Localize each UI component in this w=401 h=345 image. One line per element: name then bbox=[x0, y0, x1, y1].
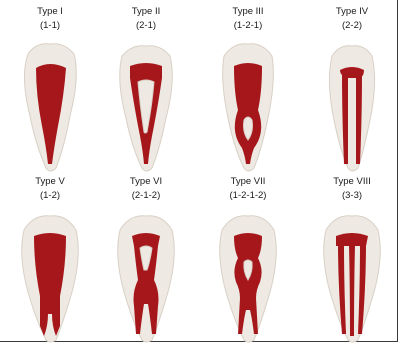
type-vi-panel: Type VI (2-1-2) bbox=[102, 176, 190, 344]
type-i-config: (1-1) bbox=[6, 20, 94, 31]
type-vii-config: (1-2-1-2) bbox=[204, 190, 292, 201]
type-v-panel: Type V (1-2) bbox=[6, 176, 94, 344]
type-viii-title: Type VIII bbox=[308, 176, 396, 187]
type-iv-title: Type IV bbox=[308, 6, 396, 17]
type-vii-panel: Type VII (1-2-1-2) bbox=[204, 176, 292, 344]
type-v-title: Type V bbox=[6, 176, 94, 187]
type-ii-panel: Type II (2-1) bbox=[102, 6, 190, 174]
type-v-tooth-illustration bbox=[6, 206, 94, 344]
type-v-config: (1-2) bbox=[6, 190, 94, 201]
type-ii-config: (2-1) bbox=[102, 20, 190, 31]
type-i-tooth-illustration bbox=[6, 36, 94, 174]
type-iii-tooth-illustration bbox=[204, 36, 292, 174]
type-vi-config: (2-1-2) bbox=[102, 190, 190, 201]
type-iii-config: (1-2-1) bbox=[204, 20, 292, 31]
type-iv-panel: Type IV (2-2) bbox=[308, 6, 396, 174]
type-viii-tooth-illustration bbox=[308, 206, 396, 344]
type-ii-title: Type II bbox=[102, 6, 190, 17]
type-i-title: Type I bbox=[6, 6, 94, 17]
type-ii-tooth-illustration bbox=[102, 36, 190, 174]
type-iii-title: Type III bbox=[204, 6, 292, 17]
type-i-panel: Type I (1-1) bbox=[6, 6, 94, 174]
type-vii-tooth-illustration bbox=[204, 206, 292, 344]
type-vi-tooth-illustration bbox=[102, 206, 190, 344]
type-vi-title: Type VI bbox=[102, 176, 190, 187]
type-viii-config: (3-3) bbox=[308, 190, 396, 201]
type-iv-tooth-illustration bbox=[308, 36, 396, 174]
type-iii-panel: Type III (1-2-1) bbox=[204, 6, 292, 174]
type-iv-config: (2-2) bbox=[308, 20, 396, 31]
type-vii-title: Type VII bbox=[204, 176, 292, 187]
type-viii-panel: Type VIII (3-3) bbox=[308, 176, 396, 344]
